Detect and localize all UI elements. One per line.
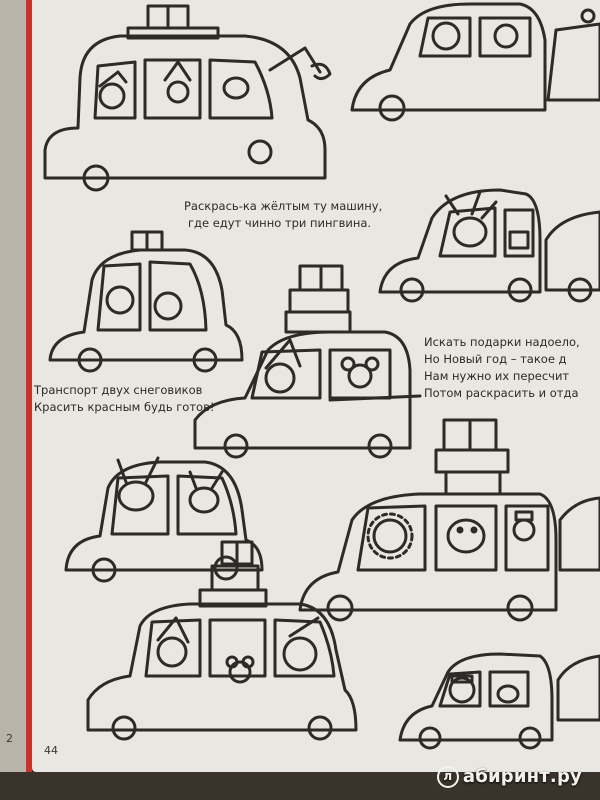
car-top-left-icon: [43, 4, 332, 192]
car-bottom-elf-icon: [86, 540, 358, 741]
left-page-number: 2: [6, 732, 13, 745]
car-right-edge-icon: [544, 210, 600, 303]
coloring-page: Раскрась-ка жёлтым ту машину, где едут ч…: [32, 0, 600, 772]
poem-red-car: Транспорт двух снеговиков Красить красны…: [34, 382, 214, 416]
table-shadow: [0, 772, 600, 800]
poem-line: Но Новый год – такое д: [424, 352, 567, 366]
car-right-edge-lower-icon: [558, 496, 600, 572]
poem-line: где едут чинно три пингвина.: [188, 216, 372, 230]
car-elf-mouse-icon: [193, 264, 422, 459]
car-gifts-icon: [298, 418, 558, 622]
car-reindeer-left-icon: [64, 456, 264, 583]
poem-line: Раскрась-ка жёлтым ту машину,: [184, 199, 383, 213]
poem-gifts: Искать подарки надоело, Но Новый год – т…: [424, 334, 580, 402]
poem-line: Красить красным будь готов!: [34, 400, 215, 414]
watermark-text: абиринт.ру: [462, 766, 582, 787]
car-top-far-right-icon: [546, 8, 600, 102]
poem-line: Потом раскрасить и отда: [424, 386, 579, 400]
labirint-logo-icon: л: [436, 766, 459, 788]
car-snowmen-icon: [48, 230, 244, 373]
car-top-right-icon: [350, 2, 547, 122]
left-page-edge: 2: [0, 0, 32, 800]
car-bottom-far-right-icon: [556, 654, 600, 722]
poem-line: Нам нужно их пересчит: [424, 369, 570, 383]
red-edge-stripe: [26, 0, 32, 800]
cars-illustration: [43, 2, 600, 750]
poem-yellow-car: Раскрась-ка жёлтым ту машину, где едут ч…: [184, 198, 382, 232]
page-number: 44: [44, 744, 58, 757]
poem-line: Искать подарки надоело,: [424, 335, 580, 349]
poem-line: Транспорт двух снеговиков: [34, 383, 203, 397]
car-bottom-right-icon: [398, 652, 554, 750]
car-reindeer-right-icon: [378, 188, 542, 303]
